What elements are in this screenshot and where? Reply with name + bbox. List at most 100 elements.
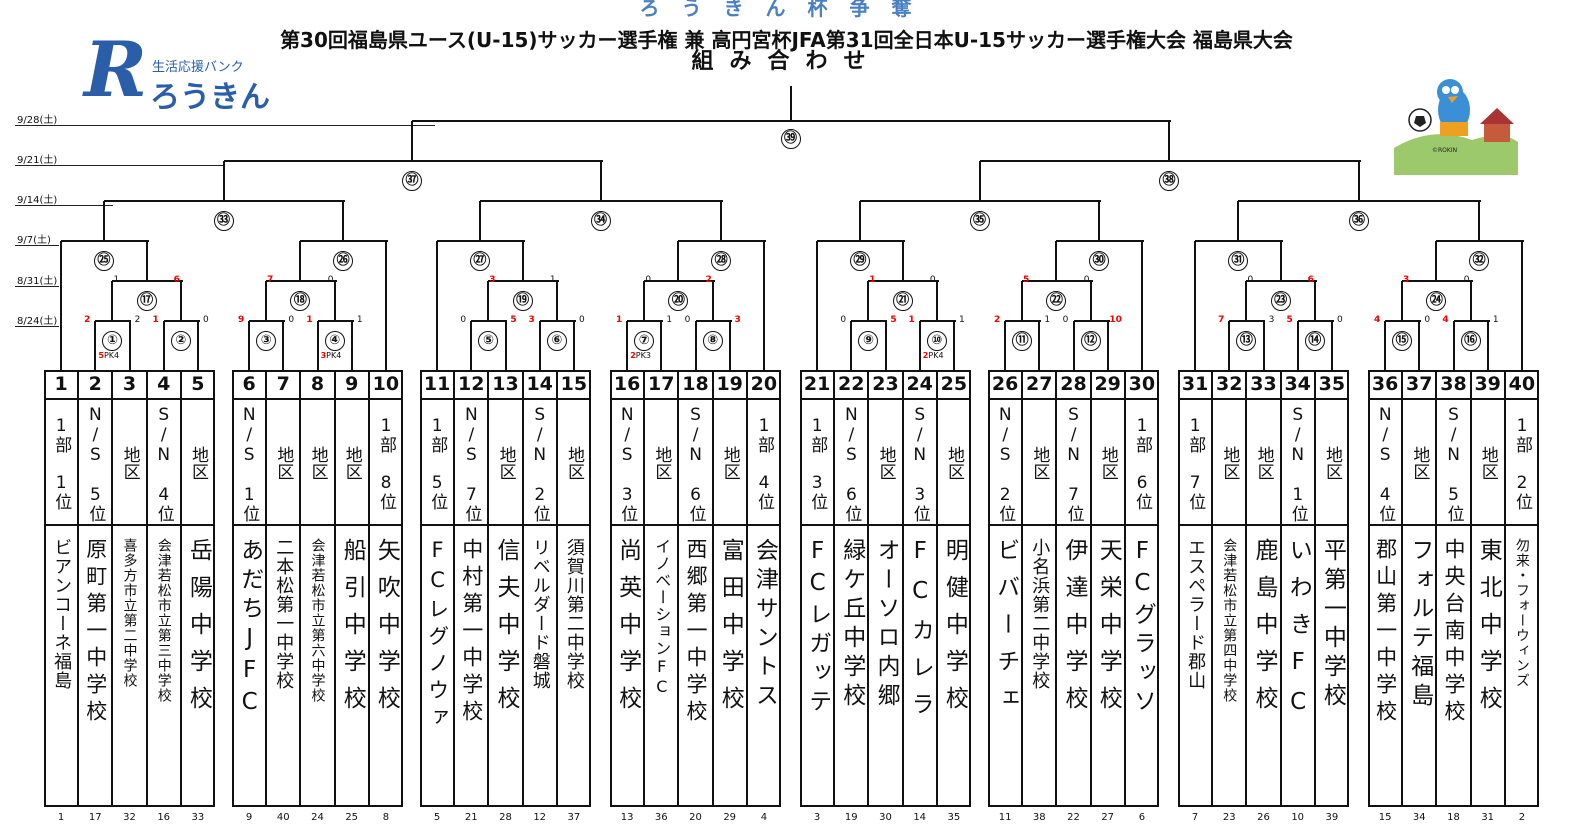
bracket-line — [1229, 320, 1266, 322]
match-number: ⑳ — [668, 291, 689, 311]
pk-score: 2PK3 — [630, 351, 651, 360]
bracket-line — [1106, 321, 1109, 370]
bracket-line — [300, 240, 388, 242]
seed-number: 33 — [191, 812, 205, 823]
round-date: 9/14(土) — [17, 195, 58, 206]
match-score: 6 — [1307, 275, 1314, 285]
match-score: 3 — [528, 315, 535, 325]
round-date: 9/7(土) — [17, 235, 51, 246]
team-number: 8 — [300, 370, 335, 400]
bracket-line — [265, 281, 268, 321]
bracket-line — [249, 320, 286, 322]
bracket-line — [1237, 200, 1482, 202]
match-number: ⑱ — [290, 291, 311, 311]
seed-number: 39 — [1325, 812, 1339, 823]
seed-number: 15 — [1378, 812, 1392, 823]
match-number: ⑭ — [1304, 331, 1325, 351]
match-score: 0 — [203, 315, 209, 325]
match-score: 0 — [288, 315, 295, 325]
bracket-line — [1313, 281, 1316, 321]
bracket-line — [504, 321, 507, 370]
team-divider — [453, 370, 456, 807]
team-name: 岳陽中学校 — [185, 538, 212, 723]
team-name: フォルテ福島 — [1406, 538, 1433, 712]
team-qualification: 1部 8位 — [368, 400, 403, 526]
team-number: 23 — [868, 370, 903, 400]
team-divider — [711, 370, 714, 807]
team-qualification: N/S 5位 — [78, 400, 113, 526]
match-number: ③ — [256, 331, 277, 351]
seed-number: 36 — [654, 812, 668, 823]
match-score: 3 — [1268, 315, 1275, 325]
seed-number: 38 — [1032, 812, 1046, 823]
bracket-line — [762, 241, 765, 370]
match-score: 0 — [929, 275, 936, 285]
team-name: FCグラッソ — [1129, 538, 1156, 718]
bracket-line — [1384, 321, 1387, 370]
bracket-line — [919, 320, 956, 322]
match-score: 3 — [489, 275, 496, 285]
team-group-box — [44, 370, 215, 807]
seed-number: 21 — [464, 812, 478, 823]
bracket-line — [470, 321, 473, 370]
match-number: ㉘ — [711, 251, 732, 271]
bracket-line — [1168, 121, 1170, 161]
team-name: ビバーチェ — [992, 538, 1019, 723]
match-number: ⑫ — [1080, 331, 1101, 351]
bracket-line — [248, 321, 251, 370]
round-date: 9/28(土) — [17, 115, 58, 126]
seed-number: 11 — [998, 812, 1012, 823]
team-qualification: N/S 4位 — [1368, 400, 1403, 526]
round-date: 8/31(土) — [17, 276, 58, 287]
bracket-line — [816, 241, 819, 370]
bracket-line — [694, 321, 697, 370]
bracket-line — [1004, 321, 1007, 370]
team-qualification: 地区 — [644, 400, 679, 526]
bracket-line — [95, 320, 132, 322]
team-number: 36 — [1368, 370, 1403, 400]
seed-number: 8 — [382, 812, 390, 823]
team-group-box — [988, 370, 1159, 807]
match-score: 5 — [1286, 315, 1293, 325]
team-qualification: 1部 4位 — [746, 400, 781, 526]
match-score: 1 — [356, 315, 363, 325]
match-number: ㉖ — [333, 251, 354, 271]
team-divider — [111, 370, 114, 807]
match-number: ① — [102, 331, 123, 351]
team-qualification: 地区 — [712, 400, 747, 526]
team-name: 伊達中学校 — [1060, 538, 1087, 723]
team-name: ビアンコーネ福島 — [51, 538, 73, 690]
team-qualification: 1部 7位 — [1178, 400, 1213, 526]
team-divider — [643, 370, 646, 807]
seed-number: 27 — [1101, 812, 1115, 823]
bracket-line — [128, 321, 131, 370]
team-name: 矢吹中学校 — [373, 538, 400, 723]
match-number: ⑲ — [512, 291, 533, 311]
team-number: 32 — [1212, 370, 1247, 400]
match-number: ㉔ — [1426, 291, 1447, 311]
bracket-line — [901, 241, 904, 281]
bracket-line — [643, 281, 646, 321]
match-score: 3 — [1403, 275, 1410, 285]
match-number: ④ — [324, 331, 345, 351]
match-score: 1 — [549, 275, 556, 285]
team-name: 尚英中学校 — [614, 538, 641, 723]
team-number: 33 — [1246, 370, 1281, 400]
match-score: 0 — [684, 315, 691, 325]
team-name: 会津サントス — [751, 538, 778, 712]
team-number: 40 — [1504, 370, 1539, 400]
match-number: ⑦ — [634, 331, 655, 351]
rokin-logo: R 生活応援バンク ろうきん — [84, 25, 270, 116]
team-name: 勿来・フォーウィンズ — [1513, 538, 1530, 688]
team-name: エスペラード郡山 — [1185, 538, 1207, 690]
bracket-line — [342, 201, 345, 241]
match-number: ㉒ — [1046, 291, 1067, 311]
